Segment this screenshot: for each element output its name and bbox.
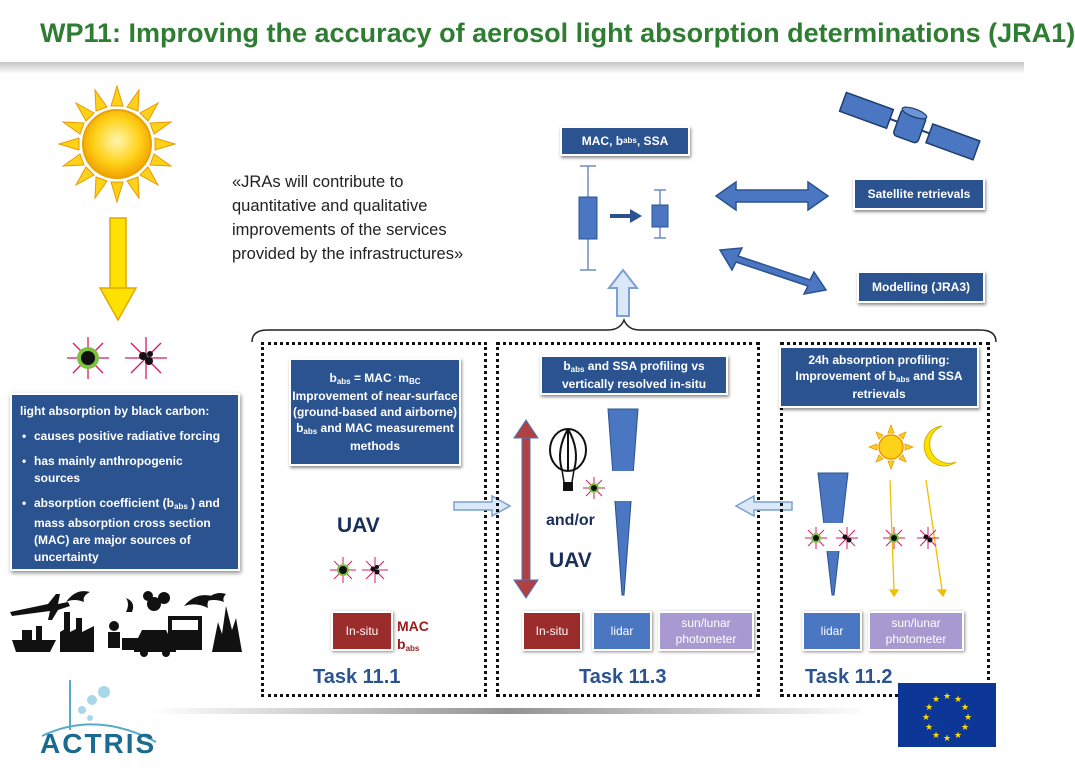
improvement-boxplot-diagram xyxy=(578,165,669,271)
arrow-left-into-task-11-3 xyxy=(734,494,793,518)
small-sun-icon xyxy=(867,423,915,471)
task-11-1-particles-icon xyxy=(330,557,388,583)
svg-text:★: ★ xyxy=(932,731,940,741)
vertical-profile-arrow xyxy=(513,419,539,599)
task-11-2-description-box: 24h absorption profiling: Improvement of… xyxy=(779,346,979,408)
bullet-anthropogenic: has mainly anthropogenic sources xyxy=(20,453,230,487)
svg-text:★: ★ xyxy=(961,723,969,733)
bullet-radiative-forcing: causes positive radiative forcing xyxy=(20,428,230,445)
down-arrow xyxy=(98,217,138,322)
bullet-uncertainty: absorption coefficient (babs ) and mass … xyxy=(20,495,230,566)
task-11-3-photometer-box: sun/lunar photometer xyxy=(658,611,754,651)
sun-icon xyxy=(57,84,177,204)
moon-icon xyxy=(923,425,957,467)
svg-text:★: ★ xyxy=(961,703,969,713)
actris-logo-text: ACTRIS xyxy=(40,728,157,759)
task-11-1-panel xyxy=(261,342,487,697)
svg-text:★: ★ xyxy=(954,731,962,741)
aerosol-particles-icon xyxy=(67,337,167,379)
task-11-2-lidar-box: lidar xyxy=(802,611,862,651)
eu-flag-icon: ★★★★ ★★★★ ★★★★ xyxy=(898,683,996,747)
svg-text:★: ★ xyxy=(925,723,933,733)
header-divider xyxy=(0,62,1024,74)
and-or-label: and/or xyxy=(546,512,595,529)
task-11-3-insitu-box: In-situ xyxy=(522,611,582,651)
footer-divider xyxy=(150,708,870,714)
svg-text:★: ★ xyxy=(943,692,951,702)
task-11-2-label: Task 11.2 xyxy=(805,666,893,688)
page-title: WP11: Improving the accuracy of aerosol … xyxy=(40,18,1075,48)
task-11-2-photometer-box: sun/lunar photometer xyxy=(868,611,964,651)
task-11-3-description-box: babs and SSA profiling vs vertically res… xyxy=(540,355,728,395)
task-11-1-uav-label: UAV xyxy=(337,514,380,537)
svg-text:★: ★ xyxy=(954,695,962,705)
black-carbon-heading: light absorption by black carbon: xyxy=(20,404,210,418)
photometer-light-rays xyxy=(883,479,948,598)
task-11-1-label: Task 11.1 xyxy=(313,666,401,688)
task-11-2-panel xyxy=(780,342,990,697)
task-11-2-lidar-particles-icon xyxy=(805,527,858,549)
task-11-3-lidar-box: lidar xyxy=(592,611,652,651)
emission-sources-icon xyxy=(10,591,242,657)
svg-text:★: ★ xyxy=(943,734,951,744)
satellite-icon xyxy=(838,91,981,161)
satellite-retrievals-box: Satellite retrievals xyxy=(853,178,985,210)
lidar-beam-task-11-3 xyxy=(607,408,639,596)
task-11-3-panel xyxy=(496,342,760,697)
black-carbon-info-box: light absorption by black carbon: causes… xyxy=(10,393,240,571)
task-11-3-label: Task 11.3 xyxy=(579,666,667,688)
balloon-icon xyxy=(549,428,587,491)
task-11-3-uav-label: UAV xyxy=(549,549,592,572)
grouping-brace xyxy=(251,317,997,343)
up-arrow xyxy=(606,268,640,317)
modelling-box: Modelling (JRA3) xyxy=(857,271,985,303)
actris-logo xyxy=(41,680,157,743)
double-arrows xyxy=(714,180,830,296)
svg-text:★: ★ xyxy=(925,703,933,713)
task-11-1-description-box: babs = MAC . mBC Improvement of near-sur… xyxy=(289,358,461,466)
svg-text:★: ★ xyxy=(932,695,940,705)
task-11-1-insitu-box: In-situ xyxy=(331,611,393,651)
mac-babs-label: MAC babs xyxy=(397,618,429,653)
svg-text:★: ★ xyxy=(922,713,930,723)
svg-text:★: ★ xyxy=(964,713,972,723)
